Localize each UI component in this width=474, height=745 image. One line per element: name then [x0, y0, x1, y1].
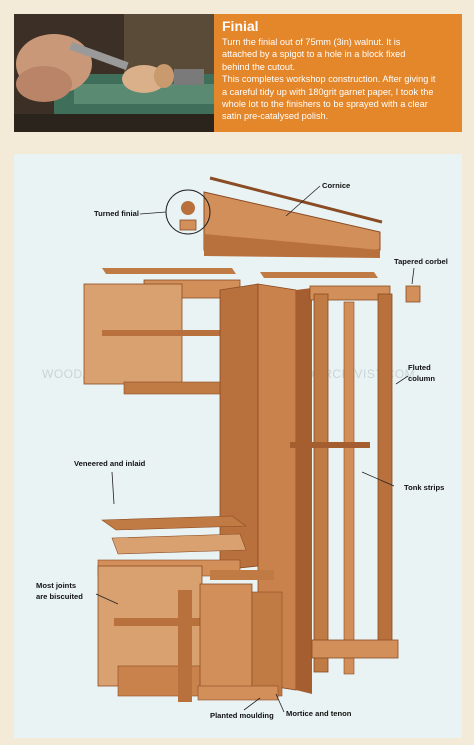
label-biscuited-1: Most joints — [36, 581, 76, 590]
upper-shelf-unit — [83, 279, 249, 395]
lathe-photo — [14, 14, 214, 132]
leader-lines — [95, 185, 415, 713]
panel-line: a careful tidy up with 180grit garnet pa… — [222, 86, 434, 97]
finial-info-panel: Finial Turn the finial out of 75mm (3in)… — [214, 14, 462, 132]
label-cornice: Cornice — [322, 181, 350, 190]
panel-line: Turn the finial out of 75mm (3in) walnut… — [222, 37, 401, 47]
finial-part — [165, 189, 211, 235]
label-turned-finial: Turned finial — [94, 209, 139, 218]
panel-line: whole lot to the finishers to be sprayed… — [222, 99, 428, 110]
label-planted-moulding: Planted moulding — [210, 711, 274, 720]
veneered-panels — [101, 515, 247, 555]
label-fluted-column-2: column — [408, 374, 435, 383]
door-frame — [290, 285, 399, 675]
panel-line: attached by a spigot to a hole in a bloc… — [222, 49, 406, 60]
panel-title: Finial — [222, 18, 259, 34]
label-veneered-inlaid: Veneered and inlaid — [74, 459, 146, 468]
label-fluted-column-1: Fluted — [408, 363, 431, 372]
label-biscuited-2: are biscuited — [36, 592, 83, 601]
label-tonk-strips: Tonk strips — [404, 483, 444, 492]
cabinet-drawing: WOODARCHIVIST.COM WOODARCHIVIST.COM — [36, 176, 448, 720]
panel-line: This completes workshop construction. Af… — [222, 74, 436, 85]
label-tapered-corbel: Tapered corbel — [394, 257, 448, 266]
lower-cabinet — [97, 559, 283, 702]
central-carcass — [219, 283, 312, 694]
corbel-part — [405, 285, 421, 303]
exploded-cabinet-diagram: WOODARCHIVIST.COM WOODARCHIVIST.COM — [14, 154, 462, 738]
panel-line: behind the cutout. — [222, 61, 296, 72]
cornice-part — [203, 176, 383, 258]
label-mortice-tenon: Mortice and tenon — [286, 709, 352, 718]
lathe-photo-drawing — [14, 14, 214, 132]
panel-body: Turn the finial out of 75mm (3in) walnut… — [222, 36, 454, 123]
panel-line: satin pre-catalysed polish. — [222, 111, 329, 122]
